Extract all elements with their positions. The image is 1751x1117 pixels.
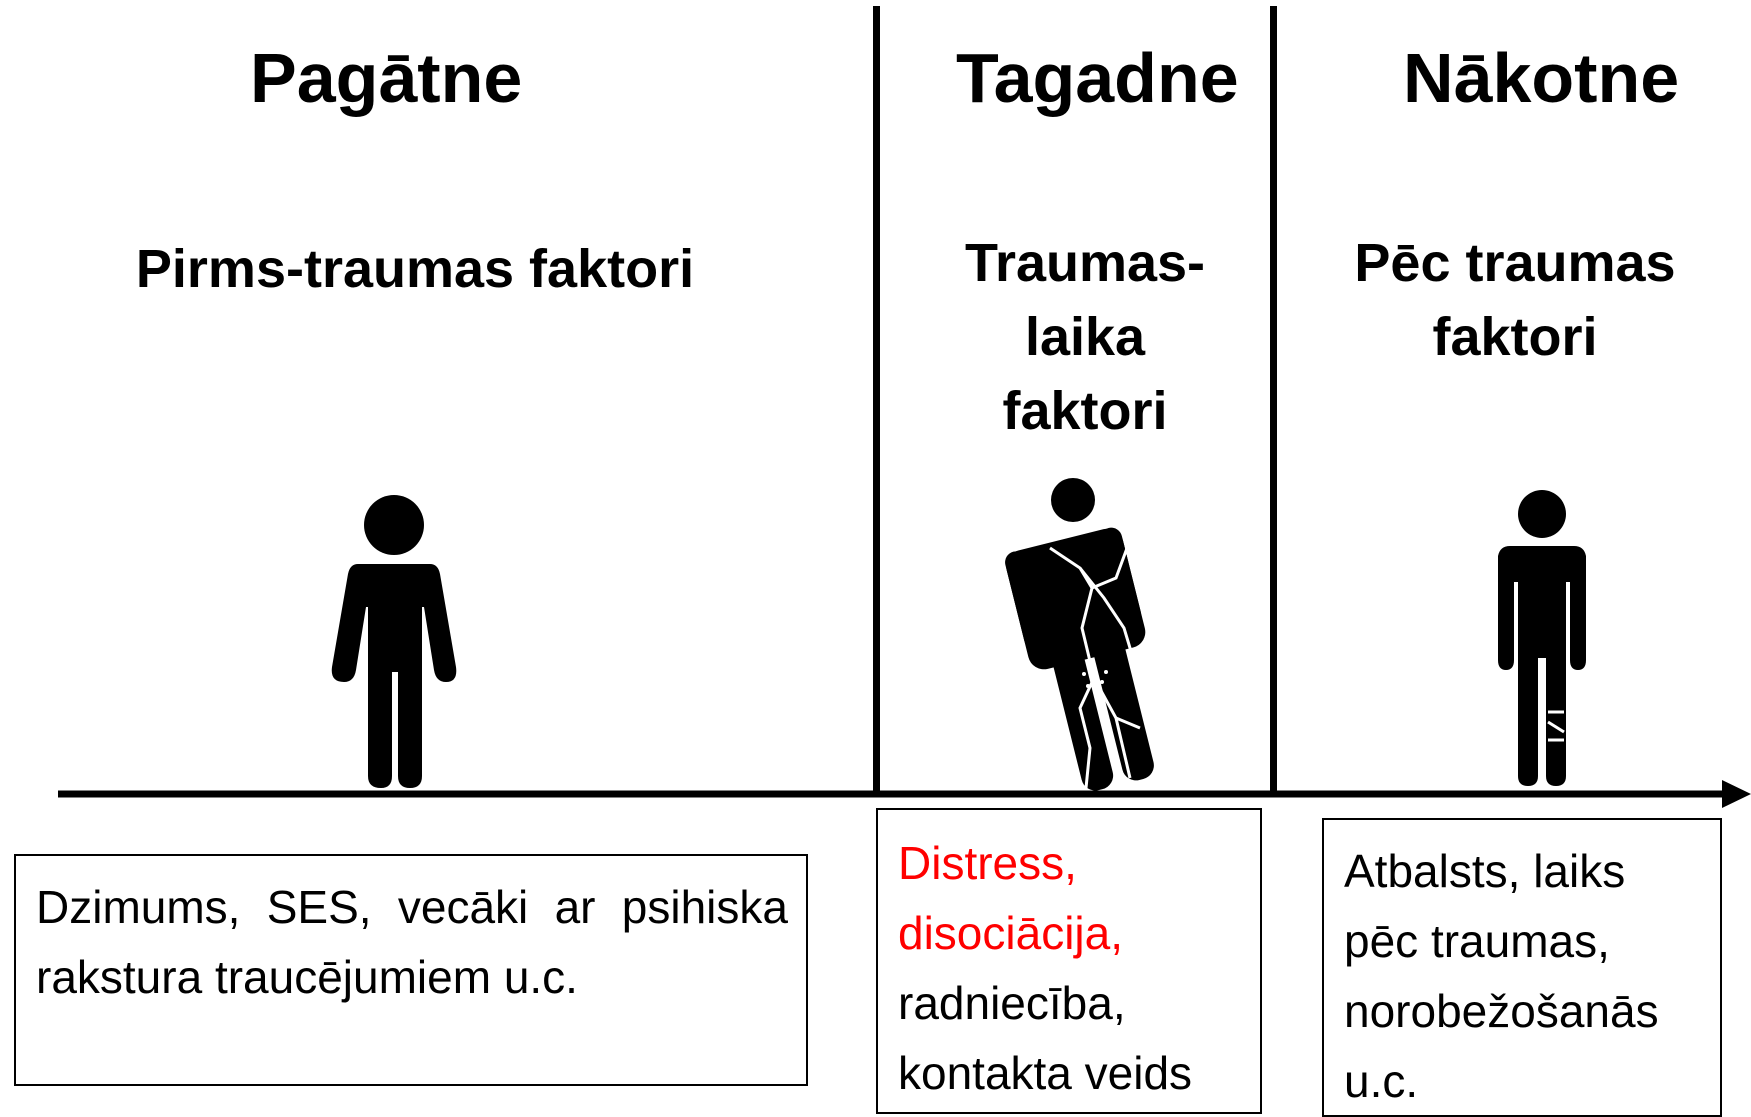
divider-left <box>873 6 880 792</box>
box-future: Atbalsts, laiks pēc traumas, norobežošan… <box>1322 818 1722 1117</box>
factors-present-line: laika <box>1024 307 1146 367</box>
box-present: Distress, disociācija, radniecība, konta… <box>876 808 1262 1114</box>
factors-present: Traumas- laika faktori <box>895 226 1275 448</box>
factors-past: Pirms-traumas faktori <box>135 239 695 299</box>
box-past-text: Dzimums, SES, vecāki ar psihiska rakstur… <box>36 881 788 1003</box>
standing-person-icon <box>331 495 457 788</box>
factors-future-line: faktori <box>1432 307 1598 367</box>
factors-future: Pēc traumas faktori <box>1290 226 1740 374</box>
factors-future-line: Pēc traumas <box>1354 233 1676 293</box>
divider-right <box>1270 6 1277 792</box>
period-present: Tagadne <box>956 39 1239 117</box>
period-past: Pagātne <box>250 39 523 117</box>
box-future-line: u.c. <box>1344 1055 1419 1107</box>
period-future: Nākotne <box>1403 39 1680 117</box>
factors-present-line: faktori <box>1002 381 1168 441</box>
box-present-line: radniecība, <box>898 977 1126 1029</box>
box-future-line: Atbalsts, laiks <box>1344 845 1626 897</box>
box-future-line: norobežošanās <box>1344 985 1659 1037</box>
bandaged-person-icon <box>1498 490 1586 786</box>
box-present-red-line: disociācija, <box>898 907 1123 959</box>
box-past: Dzimums, SES, vecāki ar psihiska rakstur… <box>14 854 808 1086</box>
broken-person-icon <box>1005 478 1154 791</box>
box-present-line: kontakta veids <box>898 1047 1193 1099</box>
box-present-red-line: Distress, <box>898 837 1077 889</box>
box-future-line: pēc traumas, <box>1344 915 1610 967</box>
factors-present-line: Traumas- <box>964 233 1206 293</box>
